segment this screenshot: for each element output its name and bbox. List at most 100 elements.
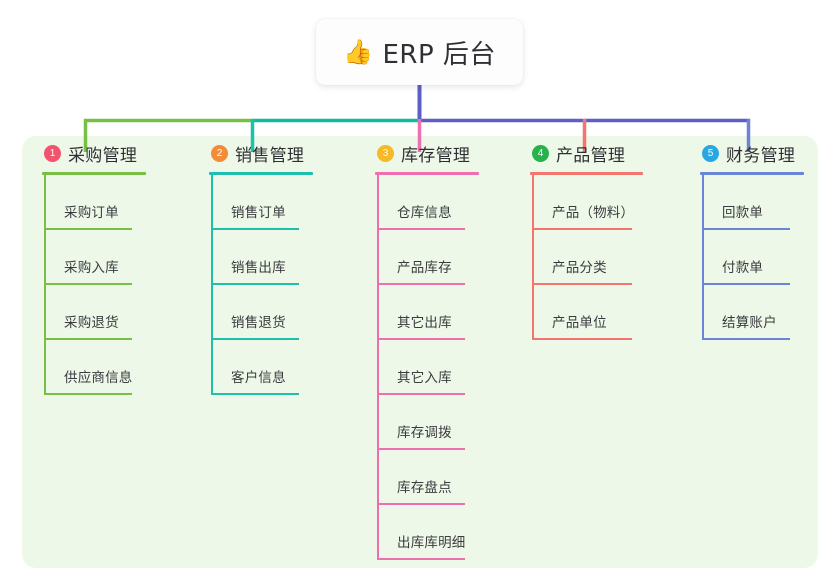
branch-item-rule	[377, 228, 465, 230]
branch-item-label: 仓库信息	[397, 205, 452, 221]
branch-item[interactable]: 客户信息	[209, 340, 313, 395]
branch-title-5: 财务管理	[726, 145, 796, 166]
branch-item[interactable]: 库存盘点	[375, 450, 479, 505]
branch-item-rule	[702, 228, 790, 230]
branch-items-5: 回款单付款单结算账户	[700, 175, 804, 340]
branch-item[interactable]: 结算账户	[700, 285, 804, 340]
branch-items-4: 产品（物料） 产品分类产品单位	[530, 175, 643, 340]
branch-item-rule	[377, 338, 465, 340]
branch-number-badge-1: 1	[44, 144, 61, 162]
branch-item-label: 产品单位	[552, 315, 607, 331]
branch-header-rule-1	[42, 172, 146, 175]
branch-number-badge-2: 2	[211, 144, 228, 162]
branch-item-rule	[532, 338, 632, 340]
root-node-card[interactable]: 👍 ERP 后台	[316, 19, 523, 85]
branch-item-label: 销售订单	[231, 205, 286, 221]
branch-item[interactable]: 其它出库	[375, 285, 479, 340]
branch-item-label: 付款单	[722, 260, 764, 276]
branch-item-label: 产品分类	[552, 260, 607, 276]
root-node-title: ERP 后台	[382, 39, 496, 70]
branch-item-rule	[44, 393, 132, 395]
branch-header-5[interactable]: 5 财务管理	[700, 136, 804, 170]
branch-item-label: 采购订单	[64, 205, 119, 221]
branch-item[interactable]: 采购退货	[42, 285, 146, 340]
branch-item[interactable]: 供应商信息	[42, 340, 146, 395]
branch-item-label: 采购退货	[64, 315, 119, 331]
branch-item-rule	[532, 228, 632, 230]
branch-number-badge-3: 3	[377, 144, 394, 162]
branch-header-4[interactable]: 4 产品管理	[530, 136, 643, 170]
branch-item-rule	[211, 228, 299, 230]
root-node-title-wrap: 👍 ERP 后台	[343, 34, 496, 71]
branch-header-rule-2	[209, 172, 313, 175]
branch-header-2[interactable]: 2 销售管理	[209, 136, 313, 170]
branch-item-rule	[702, 283, 790, 285]
branch-item-label: 采购入库	[64, 260, 119, 276]
branch-column-5: 5 财务管理回款单付款单结算账户	[700, 136, 804, 340]
branch-header-rule-4	[530, 172, 643, 175]
branch-title-2: 销售管理	[235, 145, 305, 166]
branch-item-rule	[44, 338, 132, 340]
branch-item[interactable]: 付款单	[700, 230, 804, 285]
branch-number-badge-5: 5	[702, 144, 719, 162]
branch-items-3: 仓库信息产品库存其它出库其它入库库存调拨库存盘点出库库明细	[375, 175, 479, 560]
branch-number-badge-4: 4	[532, 144, 549, 162]
branch-header-3[interactable]: 3 库存管理	[375, 136, 479, 170]
branch-item-rule	[702, 338, 790, 340]
branch-item-label: 其它入库	[397, 370, 452, 386]
branch-item-label: 库存调拨	[397, 425, 452, 441]
branch-item-rule	[377, 393, 465, 395]
branch-item-label: 出库库明细	[397, 535, 466, 551]
branch-item[interactable]: 产品单位	[530, 285, 643, 340]
branch-header-rule-5	[700, 172, 804, 175]
branch-item-label: 客户信息	[231, 370, 286, 386]
branch-rail-4	[532, 175, 534, 340]
branch-item[interactable]: 销售出库	[209, 230, 313, 285]
branch-item-rule	[211, 393, 299, 395]
branch-item-label: 销售出库	[231, 260, 286, 276]
branch-item-label: 销售退货	[231, 315, 286, 331]
branch-item[interactable]: 其它入库	[375, 340, 479, 395]
branch-item[interactable]: 采购入库	[42, 230, 146, 285]
branch-title-3: 库存管理	[401, 145, 471, 166]
branch-item-rule	[44, 283, 132, 285]
branch-item[interactable]: 产品分类	[530, 230, 643, 285]
thumbs-up-emoji: 👍	[343, 38, 374, 66]
branch-item-rule	[211, 283, 299, 285]
branch-item[interactable]: 产品库存	[375, 230, 479, 285]
branch-title-4: 产品管理	[556, 145, 626, 166]
branch-item[interactable]: 仓库信息	[375, 175, 479, 230]
branch-column-2: 2 销售管理销售订单销售出库销售退货客户信息	[209, 136, 313, 395]
branch-items-1: 采购订单采购入库采购退货供应商信息	[42, 175, 146, 395]
branch-rail-3	[377, 175, 379, 560]
branch-items-2: 销售订单销售出库销售退货客户信息	[209, 175, 313, 395]
branch-item[interactable]: 回款单	[700, 175, 804, 230]
branches-backdrop-panel	[22, 136, 818, 568]
branch-item-rule	[377, 503, 465, 505]
branch-column-3: 3 库存管理仓库信息产品库存其它出库其它入库库存调拨库存盘点出库库明细	[375, 136, 479, 560]
branch-item-rule	[532, 283, 632, 285]
branch-header-rule-3	[375, 172, 479, 175]
branch-item[interactable]: 库存调拨	[375, 395, 479, 450]
branch-item[interactable]: 出库库明细	[375, 505, 479, 560]
branch-rail-5	[702, 175, 704, 340]
branch-rail-2	[211, 175, 213, 395]
branch-item-rule	[377, 558, 465, 560]
branch-item-rule	[377, 448, 465, 450]
branch-item-label: 结算账户	[722, 315, 777, 331]
branch-item[interactable]: 采购订单	[42, 175, 146, 230]
branch-item-label: 产品（物料）	[552, 205, 635, 221]
branch-item-label: 回款单	[722, 205, 764, 221]
branch-item-label: 库存盘点	[397, 480, 452, 496]
branch-item-rule	[44, 228, 132, 230]
branch-item-label: 供应商信息	[64, 370, 133, 386]
branch-item[interactable]: 销售退货	[209, 285, 313, 340]
branch-item[interactable]: 产品（物料）	[530, 175, 643, 230]
branch-rail-1	[44, 175, 46, 395]
branch-item-label: 产品库存	[397, 260, 452, 276]
branch-item[interactable]: 销售订单	[209, 175, 313, 230]
